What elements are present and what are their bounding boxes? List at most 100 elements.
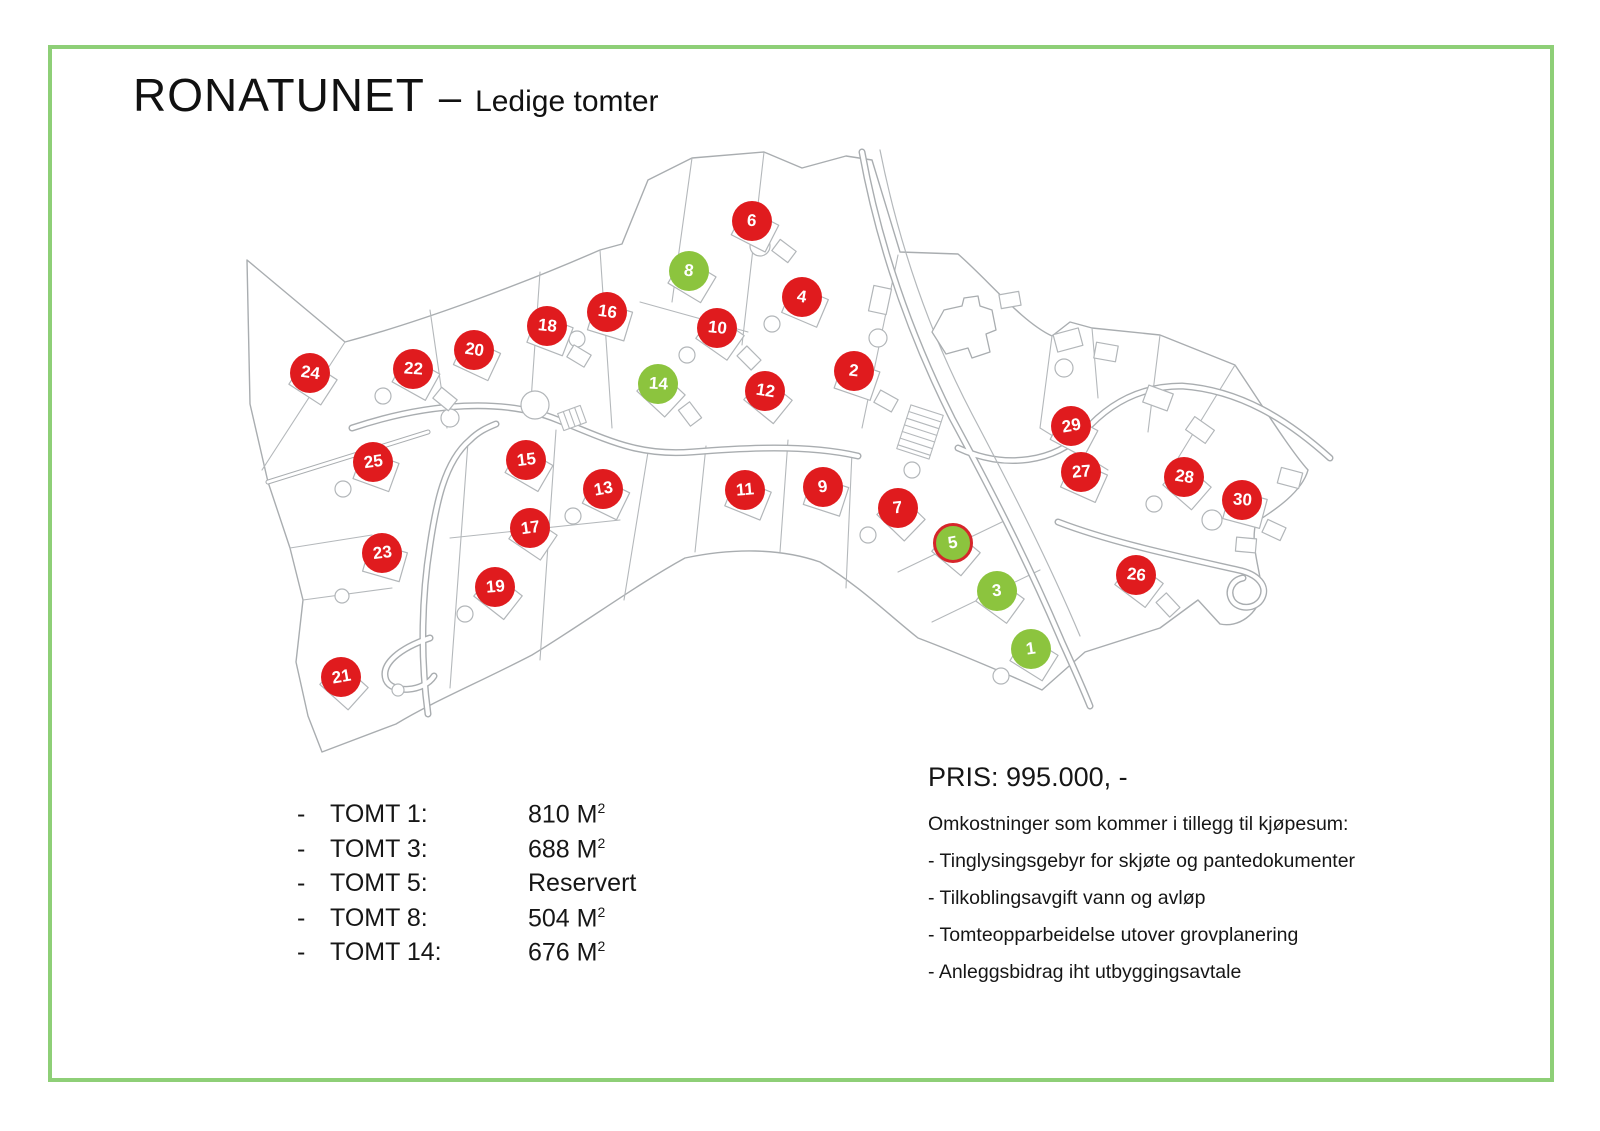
neighbour-houses (867, 284, 1304, 554)
plot-marker-27: 27 (1061, 452, 1101, 492)
plot-marker-12: 12 (745, 371, 785, 411)
plot-number: 17 (519, 516, 541, 539)
plot-number: 2 (848, 360, 860, 381)
plot-number: 30 (1231, 489, 1253, 510)
plot-marker-2: 2 (834, 351, 874, 391)
plot-number: 20 (463, 338, 485, 361)
plot-marker-20: 20 (454, 330, 494, 370)
plot-marker-11: 11 (725, 470, 765, 510)
yard-circle (334, 480, 352, 498)
title-subtitle: Ledige tomter (475, 85, 659, 118)
site-boundary (246, 151, 1309, 753)
square-meter-sup: 2 (597, 834, 606, 851)
plot-number: 12 (754, 379, 776, 402)
plot-marker-16: 16 (587, 292, 627, 332)
yard-circle (456, 605, 474, 623)
plot-number: 29 (1059, 414, 1082, 437)
square-meter-sup: 2 (597, 903, 606, 920)
parking-hatch (557, 404, 944, 460)
sidewalk-line (879, 149, 1081, 637)
plot-number: 22 (402, 358, 424, 379)
plot-size: 676 M2 (528, 938, 606, 967)
plot-marker-9: 9 (803, 467, 843, 507)
garage-rect (432, 386, 458, 412)
plot-number: 23 (371, 541, 393, 564)
cost-item-1: - Tinglysingsgebyr for skjøte og pantedo… (928, 850, 1356, 872)
plot-label: TOMT 14: (330, 938, 442, 967)
plot-label: TOMT 5: (330, 869, 428, 897)
square-meter-sup: 2 (597, 938, 606, 954)
plot-size-list: -TOMT 1:810 M2-TOMT 3:688 M2-TOMT 5:Rese… (297, 800, 636, 973)
plot-number: 27 (1070, 461, 1092, 482)
plot-size: Reservert (528, 869, 637, 897)
plot-marker-7: 7 (878, 488, 918, 528)
garage-rect (771, 238, 797, 264)
plot-marker-13: 13 (583, 469, 623, 509)
plot-number: 13 (591, 477, 614, 500)
yard-circle (992, 667, 1010, 685)
list-row-5: -TOMT 14:676 M2 (297, 938, 636, 973)
plot-number: 4 (795, 286, 809, 307)
price-line: PRIS: 995.000, - (928, 762, 1128, 792)
plot-number: 1 (1024, 638, 1037, 659)
plot-number: 15 (515, 448, 537, 471)
plot-marker-25: 25 (353, 442, 393, 482)
list-row-4: -TOMT 8:504 M2 (297, 904, 636, 939)
plot-marker-24: 24 (290, 353, 330, 393)
plot-marker-23: 23 (362, 533, 402, 573)
plot-size: 504 M2 (528, 903, 606, 932)
plot-size: 810 M2 (528, 800, 606, 829)
plot-marker-4: 4 (782, 277, 822, 317)
plot-number: 10 (706, 317, 728, 338)
plot-number: 8 (683, 260, 696, 281)
garage-rect (1155, 592, 1181, 618)
pricing-block: PRIS: 995.000, - Omkostninger som kommer… (928, 762, 1408, 998)
yard-circle (859, 526, 877, 544)
list-dash: - (297, 869, 306, 897)
plot-number: 26 (1125, 564, 1147, 585)
plot-marker-21: 21 (321, 657, 361, 697)
title-main: RONATUNET (133, 69, 425, 121)
cost-item-3: - Tomteopparbeidelse utover grovplanerin… (928, 924, 1299, 946)
plot-marker-14: 14 (638, 364, 678, 404)
list-row-1: -TOMT 1: 810 M2 (297, 800, 636, 835)
roads-inner (349, 149, 1333, 717)
list-row-2: -TOMT 3:688 M2 (297, 835, 636, 870)
plot-label: TOMT 1: (330, 800, 428, 829)
plot-marker-5: 5 (933, 523, 973, 563)
plot-number: 3 (991, 580, 1003, 601)
title-separator: – (438, 76, 462, 120)
cost-item-2: - Tilkoblingsavgift vann og avløp (928, 887, 1206, 909)
yard-circle (374, 387, 392, 405)
yard-circle (763, 315, 781, 333)
cost-item-4: - Anleggsbidrag iht utbyggingsavtale (928, 961, 1242, 983)
plot-number: 9 (816, 476, 829, 497)
large-building (931, 295, 997, 359)
plot-number: 14 (647, 373, 669, 394)
list-dash: - (297, 834, 306, 863)
plot-marker-22: 22 (393, 349, 433, 389)
list-row-3: -TOMT 5: Reservert (297, 869, 636, 904)
plot-number: 19 (484, 576, 506, 597)
plot-number: 5 (946, 532, 960, 553)
list-dash: - (297, 903, 306, 932)
plot-marker-10: 10 (697, 308, 737, 348)
plot-marker-26: 26 (1116, 555, 1156, 595)
yard-circle (678, 346, 696, 364)
plot-marker-17: 17 (510, 508, 550, 548)
costs-intro: Omkostninger som kommer i tillegg til kj… (928, 813, 1349, 835)
garage-rect (566, 344, 592, 368)
list-dash: - (297, 800, 306, 829)
plot-number: 24 (299, 361, 321, 384)
plot-marker-18: 18 (527, 306, 567, 346)
plot-marker-29: 29 (1051, 406, 1091, 446)
yard-circle (1145, 495, 1163, 513)
plot-size: 688 M2 (528, 834, 606, 863)
plot-marker-3: 3 (977, 571, 1017, 611)
yard-circle (564, 507, 582, 525)
plot-marker-28: 28 (1164, 457, 1204, 497)
plot-marker-30: 30 (1222, 480, 1262, 520)
plot-number: 7 (892, 497, 904, 518)
plot-number: 11 (735, 479, 755, 500)
plot-number: 25 (362, 450, 384, 473)
